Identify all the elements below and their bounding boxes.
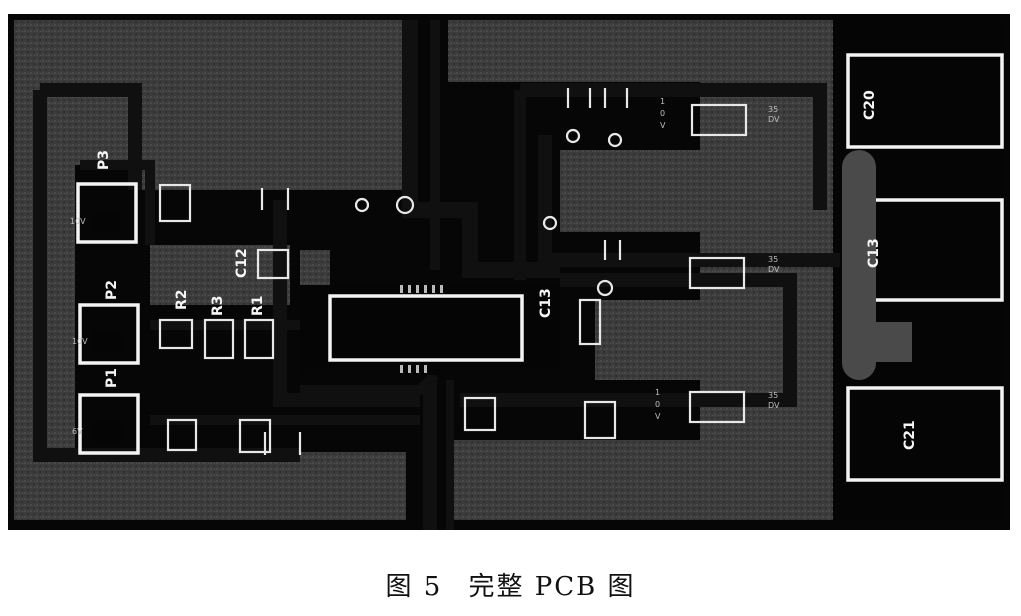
caption-number: 图 5 <box>385 572 443 602</box>
pad-note: DV <box>768 115 780 124</box>
p3-pad <box>90 210 120 232</box>
p2-outline <box>78 303 140 365</box>
label-r3: R3 <box>210 295 226 316</box>
label-r1: R1 <box>250 295 266 316</box>
pad-note: 10V <box>72 337 88 346</box>
pad-note: 35 <box>768 391 778 400</box>
p1-outline <box>78 393 140 455</box>
pad-note: 35 <box>768 105 778 114</box>
label-p3: P3 <box>96 150 112 170</box>
p3-outline <box>76 182 138 244</box>
traces <box>33 20 840 530</box>
power-strap <box>842 150 876 380</box>
label-c20: C20 <box>862 90 878 120</box>
c20-pad <box>846 53 1004 149</box>
label-c13: C13 <box>866 238 882 268</box>
label-c12: C12 <box>234 248 250 278</box>
pad-note: V <box>655 412 661 421</box>
pad-note: 10V <box>70 217 86 226</box>
label-c21: C21 <box>902 420 918 450</box>
pad-note: DV <box>768 265 780 274</box>
power-strap-tab <box>872 322 912 362</box>
pcb-layout: P3 P2 P1 R2 R3 R1 C12 C13 C20 C13 C21 1 … <box>8 14 1010 530</box>
pcb-board: P3 P2 P1 R2 R3 R1 C12 C13 C20 C13 C21 1 … <box>8 14 1010 530</box>
caption-title: 完整 PCB 图 <box>468 572 636 602</box>
label-c13-small: C13 <box>538 288 554 318</box>
c21-pad <box>846 386 1004 482</box>
pad-note: 1 <box>660 97 665 106</box>
copper-pour <box>14 20 833 520</box>
pad-note: 6V <box>72 427 83 436</box>
p1-pad <box>92 420 122 442</box>
pad-note: 0 <box>660 109 665 118</box>
p2-pad <box>92 330 122 352</box>
ic-pins <box>400 285 443 373</box>
label-p2: P2 <box>104 280 120 300</box>
figure-caption: 图 5 完整 PCB 图 <box>0 566 1021 603</box>
pad-note: 0 <box>655 400 660 409</box>
ic-outline <box>328 294 524 362</box>
pad-note: V <box>660 121 666 130</box>
smd-components <box>158 88 748 455</box>
label-r2: R2 <box>174 289 190 310</box>
pad-note: 1 <box>655 388 660 397</box>
pad-note: DV <box>768 401 780 410</box>
pad-note: 35 <box>768 255 778 264</box>
label-p1: P1 <box>104 368 120 388</box>
